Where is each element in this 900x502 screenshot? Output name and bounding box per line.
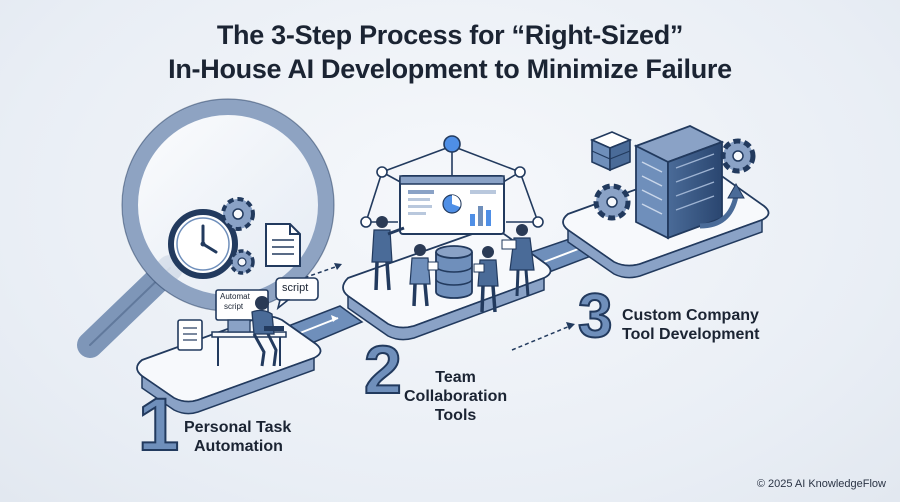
gear-icon — [229, 249, 255, 275]
scroll-document-icon — [177, 319, 203, 351]
step-label-1-line-1: Personal Task — [184, 419, 292, 436]
step-number-2: 2 — [363, 332, 403, 408]
monitor-label-line-1: Automat — [220, 292, 250, 301]
step-label-2-line-2: Collaboration — [404, 388, 508, 405]
script-bubble — [275, 277, 319, 311]
copyright-footer: © 2025 AI KnowledgeFlow — [756, 478, 886, 490]
document-icon — [265, 223, 301, 267]
team-person — [409, 244, 439, 307]
title-line-2: In-House AI Development to Minimize Fail… — [168, 54, 732, 84]
team-person — [473, 246, 499, 313]
step-label-2-line-3: Tools — [434, 407, 477, 424]
team-person — [501, 224, 535, 297]
dashed-arrow-2 — [511, 322, 575, 351]
step-number-3: 3 — [577, 282, 614, 351]
curved-arrow-icon — [699, 182, 745, 229]
clock-icon — [168, 209, 238, 279]
database-icon — [589, 131, 633, 172]
dashboard-icon — [399, 175, 505, 235]
step-label-1-line-2: Automation — [194, 438, 283, 455]
server-icon — [633, 125, 725, 240]
step-label-1: Personal Task Automation — [184, 418, 291, 456]
page-title: The 3-Step Process for “Right-Sized” In-… — [0, 18, 900, 86]
gear-icon — [720, 138, 756, 174]
step-label-2: Team Collaboration Tools — [404, 368, 507, 425]
step-number-1: 1 — [137, 383, 180, 466]
step-label-3-line-1: Custom Company — [622, 307, 759, 324]
step-label-3: Custom Company Tool Development — [622, 306, 760, 344]
step-label-2-line-1: Team — [435, 369, 476, 386]
gear-icon — [593, 183, 631, 221]
step-label-3-line-2: Tool Development — [622, 326, 760, 343]
gear-icon — [221, 197, 255, 231]
script-bubble-label: script — [282, 282, 309, 294]
team-person — [371, 216, 405, 291]
monitor-label-line-2: script — [224, 302, 244, 311]
network-icon — [360, 135, 544, 228]
database-icon — [435, 245, 473, 299]
desk-worker — [211, 296, 287, 367]
title-line-1: The 3-Step Process for “Right-Sized” — [216, 20, 684, 50]
